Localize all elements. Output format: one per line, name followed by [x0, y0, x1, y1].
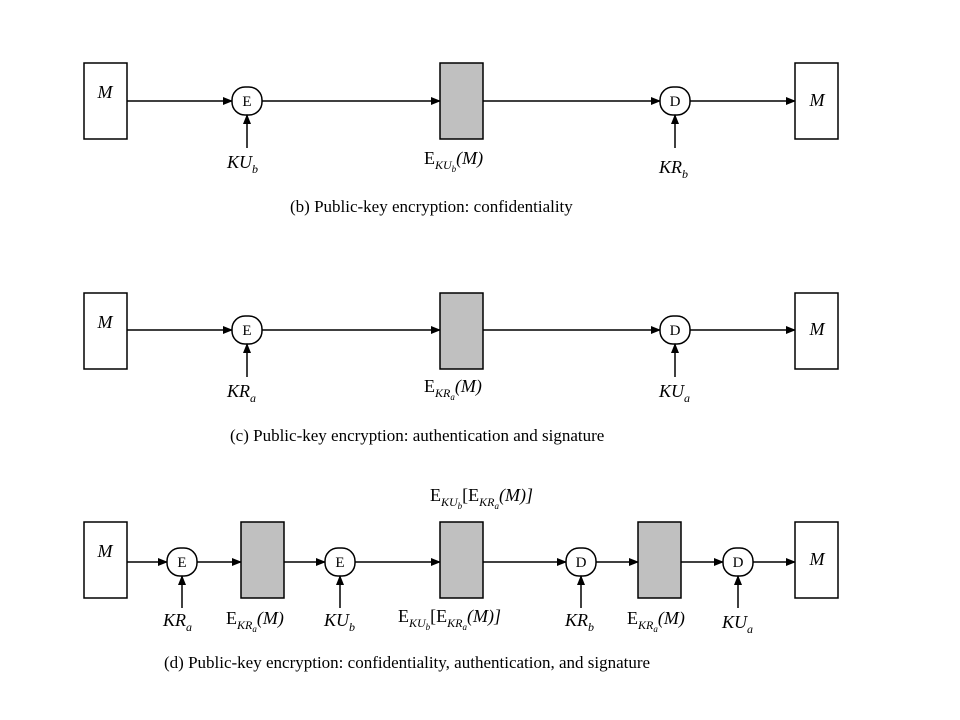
key-label-2: KUb: [323, 610, 355, 634]
source-box: [83, 292, 128, 370]
middle-ciphertext-top-label: EKUb[EKRa(M)]: [430, 485, 533, 511]
caption-d: (d) Public-key encryption: confidentiali…: [164, 653, 650, 672]
source-label: M: [97, 82, 114, 102]
caption-c: (c) Public-key encryption: authenticatio…: [230, 426, 604, 445]
decrypt-key-label: KUa: [658, 381, 690, 405]
caption-b: (b) Public-key encryption: confidentiali…: [290, 197, 573, 216]
destination-label: M: [809, 319, 826, 339]
destination-box: [794, 292, 839, 370]
encrypt-node-label: E: [242, 323, 251, 339]
diagram-c: M E KRa EKRa(M) D KUa M (c) Public-key e…: [83, 292, 839, 445]
source-box: [83, 62, 128, 140]
source-box: [83, 521, 128, 599]
key-label-3: KRb: [564, 610, 594, 634]
ciphertext-box-3: [637, 521, 682, 599]
third-ciphertext-label: EKRa(M): [627, 608, 685, 634]
destination-label: M: [809, 549, 826, 569]
destination-box: [794, 521, 839, 599]
destination-label: M: [809, 90, 826, 110]
ciphertext-box: [439, 62, 484, 140]
destination-box: [794, 62, 839, 140]
key-label-4: KUa: [721, 612, 753, 636]
encrypt-node-label: E: [335, 555, 344, 571]
decrypt-key-label: KRb: [658, 157, 688, 181]
decrypt-node-label: D: [670, 323, 681, 339]
encrypt-key-label: KUb: [226, 152, 258, 176]
decrypt-node-label: D: [733, 555, 744, 571]
encrypt-node-label: E: [177, 555, 186, 571]
encrypt-node-label: E: [242, 94, 251, 110]
source-label: M: [97, 312, 114, 332]
inner-ciphertext-label: EKRa(M): [226, 608, 284, 634]
ciphertext-box: [439, 292, 484, 370]
decrypt-node-label: D: [576, 555, 587, 571]
diagram-b: M E KUb EKUb(M) D KRb M (b) Public-key e…: [83, 62, 839, 216]
ciphertext-label: EKRa(M): [424, 376, 482, 402]
ciphertext-box-1: [240, 521, 285, 599]
encrypt-key-label: KRa: [226, 381, 256, 405]
ciphertext-box-2: [439, 521, 484, 599]
decrypt-node-label: D: [670, 94, 681, 110]
ciphertext-label: EKUb(M): [424, 148, 483, 174]
key-label-1: KRa: [162, 610, 192, 634]
key-sub: b: [252, 162, 258, 176]
diagram-d: EKUb[EKRa(M)] M E KRa EKRa(M) E KUb EKUb…: [83, 485, 839, 672]
key-base: KU: [226, 152, 253, 172]
middle-ciphertext-bottom-label: EKUb[EKRa(M)]: [398, 606, 501, 632]
source-label: M: [97, 541, 114, 561]
